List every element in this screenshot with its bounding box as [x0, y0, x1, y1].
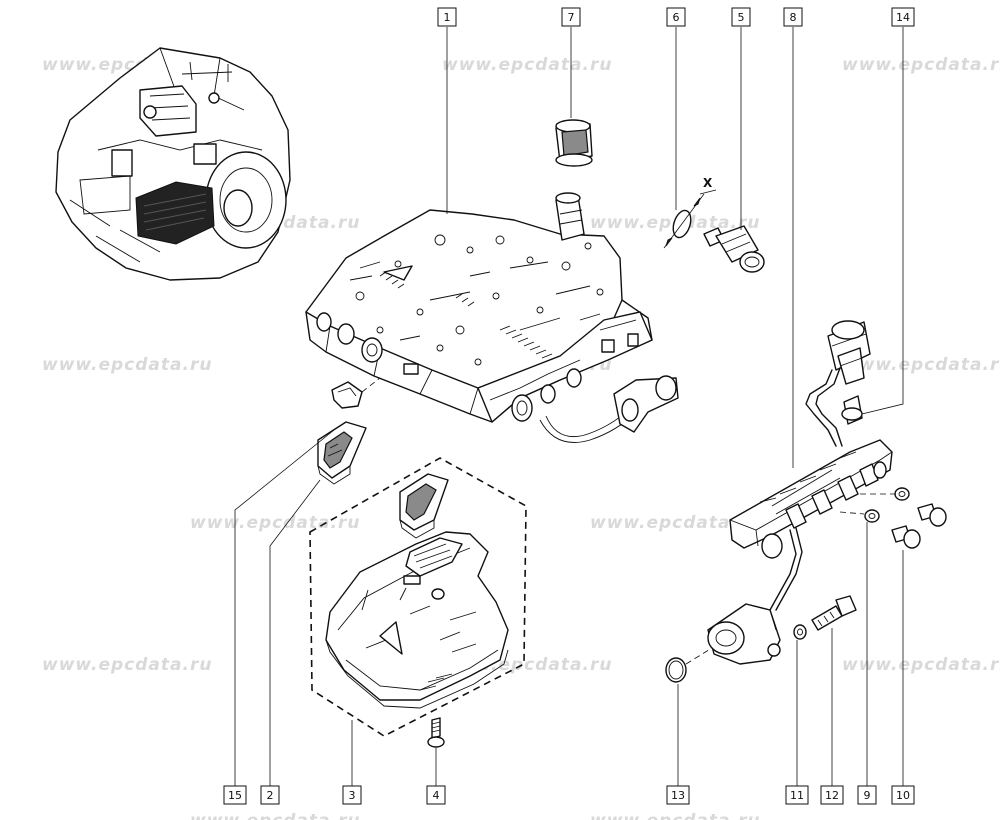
svg-text:12: 12	[825, 789, 839, 802]
bolts-part-10	[839, 487, 947, 549]
svg-text:11: 11	[790, 789, 804, 802]
callout-10: 10	[891, 785, 915, 805]
sensor-part-5	[703, 225, 765, 273]
oil-strainer-group	[309, 457, 527, 737]
leader-lines	[234, 27, 904, 786]
callout-7: 7	[561, 7, 581, 27]
svg-text:8: 8	[790, 11, 797, 24]
callout-2: 2	[260, 785, 280, 805]
svg-text:6: 6	[673, 11, 680, 24]
callout-12: 12	[820, 785, 844, 805]
callout-5: 5	[731, 7, 751, 27]
clip-part-15	[331, 377, 381, 409]
watermark: www.epcdata.ru	[42, 355, 212, 375]
svg-text:3: 3	[349, 789, 356, 802]
watermark: www.epcdata.ru	[842, 355, 1000, 375]
watermark: www.epcdata.ru	[842, 55, 1000, 75]
callout-15: 15	[223, 785, 247, 805]
callout-3: 3	[342, 785, 362, 805]
callout-13: 13	[666, 785, 690, 805]
svg-text:14: 14	[896, 11, 910, 24]
watermark: www.epcdata.ru	[842, 655, 1000, 675]
strainer-seal-part-2	[317, 421, 367, 485]
watermark: www.epcdata.ru	[42, 655, 212, 675]
svg-text:7: 7	[568, 11, 575, 24]
detail-marker-x: X	[703, 176, 713, 190]
svg-text:5: 5	[738, 11, 745, 24]
bolt-part-4	[427, 717, 445, 748]
valve-body	[305, 192, 679, 443]
svg-text:13: 13	[671, 789, 685, 802]
transmission-overview	[55, 47, 291, 281]
svg-text:2: 2	[267, 789, 274, 802]
callout-6: 6	[666, 7, 686, 27]
plate-holes	[349, 234, 604, 366]
callout-1: 1	[437, 7, 457, 27]
o-ring-part-13	[665, 647, 713, 683]
callout-11: 11	[785, 785, 809, 805]
watermark: www.epcdata.ru	[442, 55, 612, 75]
callout-4: 4	[426, 785, 446, 805]
washer-part-11	[793, 624, 807, 640]
harness-rail-part-8	[707, 439, 893, 665]
watermark: www.epcdata.ru	[590, 811, 760, 820]
sensor-part-14	[805, 320, 871, 447]
watermark: www.epcdata.ru	[190, 811, 360, 820]
watermark: www.epcdata.ru	[190, 513, 360, 533]
callout-14: 14	[891, 7, 915, 27]
svg-text:9: 9	[864, 789, 871, 802]
hatched-channels	[379, 271, 553, 359]
filter-part-7	[555, 119, 593, 167]
svg-text:15: 15	[228, 789, 242, 802]
svg-text:4: 4	[433, 789, 440, 802]
callouts: 1 7 6 5 8 14 15 2 3 4 13 11 12 9 10	[223, 7, 915, 805]
callout-9: 9	[857, 785, 877, 805]
watermark: www.epcdata.ru	[590, 513, 760, 533]
solenoid-pin	[555, 192, 585, 241]
front-bores	[316, 312, 419, 375]
svg-text:1: 1	[444, 11, 451, 24]
svg-text:10: 10	[896, 789, 910, 802]
o-ring-part-6: X	[663, 176, 717, 249]
callout-8: 8	[783, 7, 803, 27]
bolt-part-12	[811, 595, 857, 631]
